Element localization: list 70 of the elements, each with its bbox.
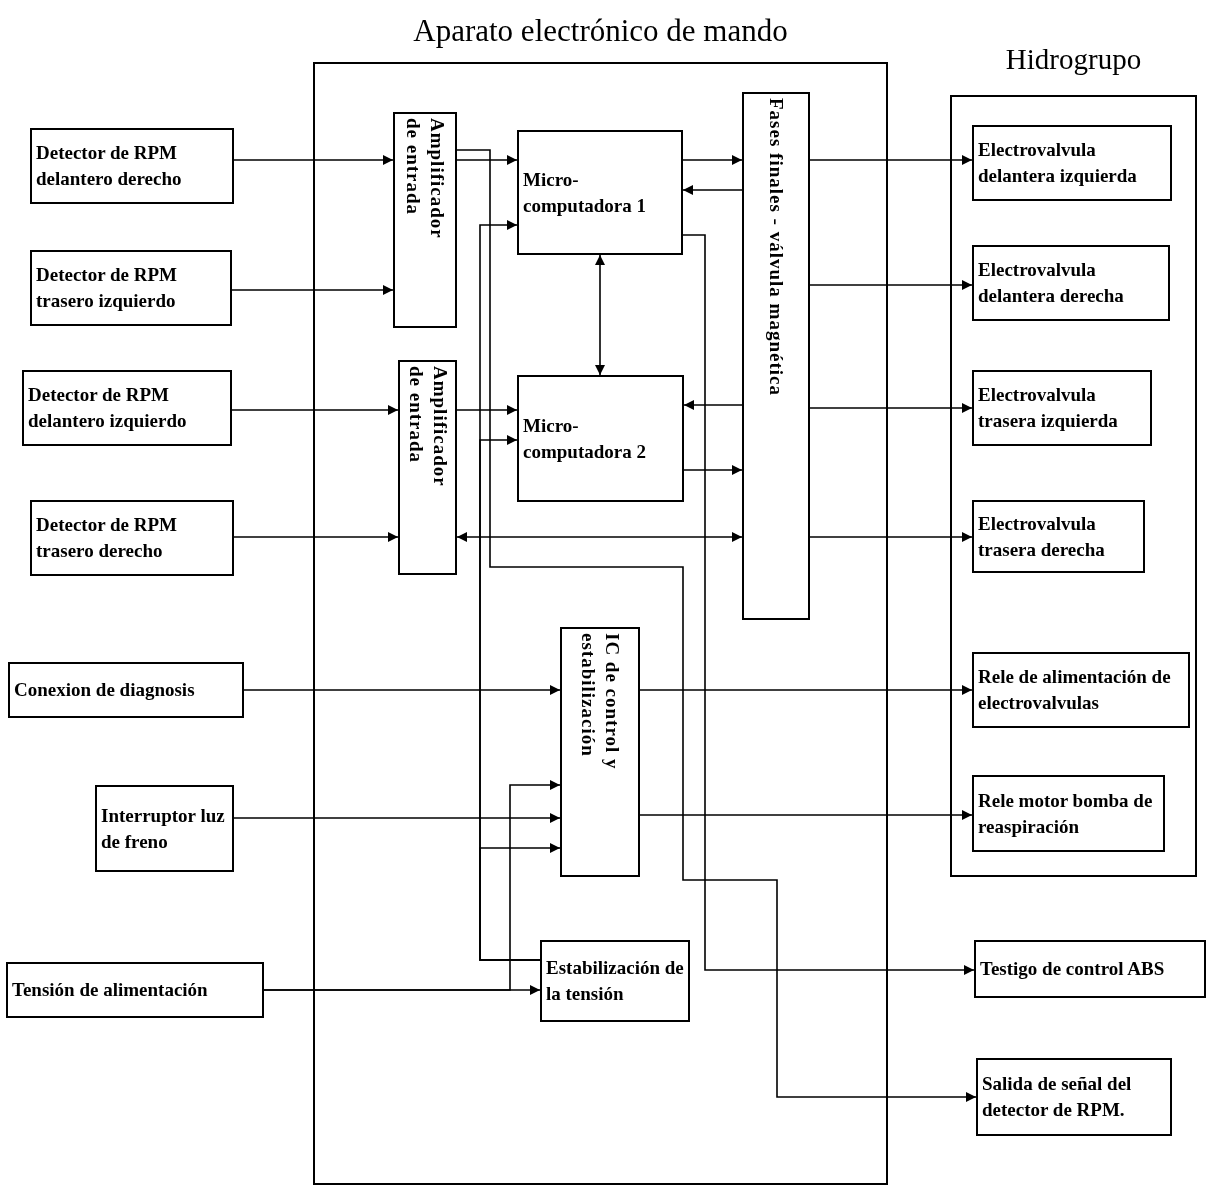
sensor-box (30, 250, 232, 326)
connector-arrow (479, 843, 561, 961)
voltage-stabilizer-box (540, 940, 690, 1022)
box-label: Detector de RPM delantero derecho (36, 141, 183, 191)
box-label: Rele de alimentación de electrovalvulas (978, 665, 1172, 715)
connector-arrow (639, 685, 973, 695)
box-label: Interruptor luz de freno (101, 803, 226, 854)
connector-arrow (809, 280, 973, 290)
microcomputer-box (517, 375, 684, 502)
amplifier-box (398, 360, 457, 575)
output-stage-box (742, 92, 810, 620)
input-box (6, 962, 264, 1018)
connector-arrow (682, 185, 743, 195)
input-box (8, 662, 244, 718)
connector-arrow (456, 405, 518, 415)
box-label: Micro-computadora 2 (523, 413, 647, 464)
box-label: IC de control y estabilización (577, 633, 624, 772)
valve-box (972, 125, 1172, 201)
input-box (95, 785, 234, 872)
box-label: Electrovalvula trasera izquierda (978, 383, 1119, 433)
connector-arrow (682, 234, 975, 975)
box-label: Rele motor bomba de reaspiración (978, 788, 1154, 839)
box-label: Electrovalvula delantera izquierda (978, 138, 1138, 188)
box-label: Detector de RPM delantero izquierdo (28, 383, 188, 433)
connector-arrow (231, 405, 399, 415)
microcomputer-box (517, 130, 683, 255)
connector-arrow (231, 285, 394, 295)
connector-arrow (456, 149, 977, 1102)
valve-box (972, 500, 1145, 573)
connector-arrow (683, 465, 743, 475)
connector-arrow (639, 810, 973, 820)
sensor-box (30, 128, 234, 204)
group-heading: Aparato electrónico de mando (412, 12, 789, 50)
relay-box (972, 775, 1165, 852)
connector-arrow (809, 532, 973, 542)
box-label: Detector de RPM trasero derecho (36, 513, 179, 563)
box-label: Detector de RPM trasero izquierdo (36, 263, 179, 313)
valve-box (972, 245, 1170, 321)
output-box (976, 1058, 1172, 1136)
box-label: Tensión de alimentación (12, 978, 208, 1002)
connector-arrow (809, 403, 973, 413)
amplifier-box (393, 112, 457, 328)
sensor-box (30, 500, 234, 576)
connector-arrow (456, 532, 743, 542)
connector-arrow (233, 155, 394, 165)
box-label: Estabilización de la tensión (546, 956, 684, 1006)
connector-arrow (595, 254, 605, 376)
connector-arrow (456, 155, 518, 165)
connector-arrow (263, 780, 561, 991)
valve-box (972, 370, 1152, 446)
box-label: Electrovalvula trasera derecha (978, 511, 1106, 562)
sensor-box (22, 370, 232, 446)
box-label: Electrovalvula delantera derecha (978, 258, 1125, 308)
connector-arrow (233, 532, 399, 542)
control-ic-box (560, 627, 640, 877)
relay-box (972, 652, 1190, 728)
group-heading: Hidrogrupo (1004, 42, 1143, 77)
connector-arrow (233, 813, 561, 823)
box-label: Conexion de diagnosis (14, 678, 195, 702)
box-label: Testigo de control ABS (980, 957, 1165, 981)
box-label: Salida de señal del detector de RPM. (982, 1072, 1133, 1122)
box-label: Amplificador de entrada (404, 366, 452, 489)
box-label: Micro-computadora 1 (523, 167, 647, 218)
box-label: Amplificador de entrada (402, 118, 449, 241)
connector-arrow (682, 155, 743, 165)
connector-arrow (809, 155, 973, 165)
connector-arrow (243, 685, 561, 695)
connector-arrow (683, 400, 743, 410)
output-box (974, 940, 1206, 998)
box-label: Fases finales - válvula magnética (765, 98, 788, 396)
